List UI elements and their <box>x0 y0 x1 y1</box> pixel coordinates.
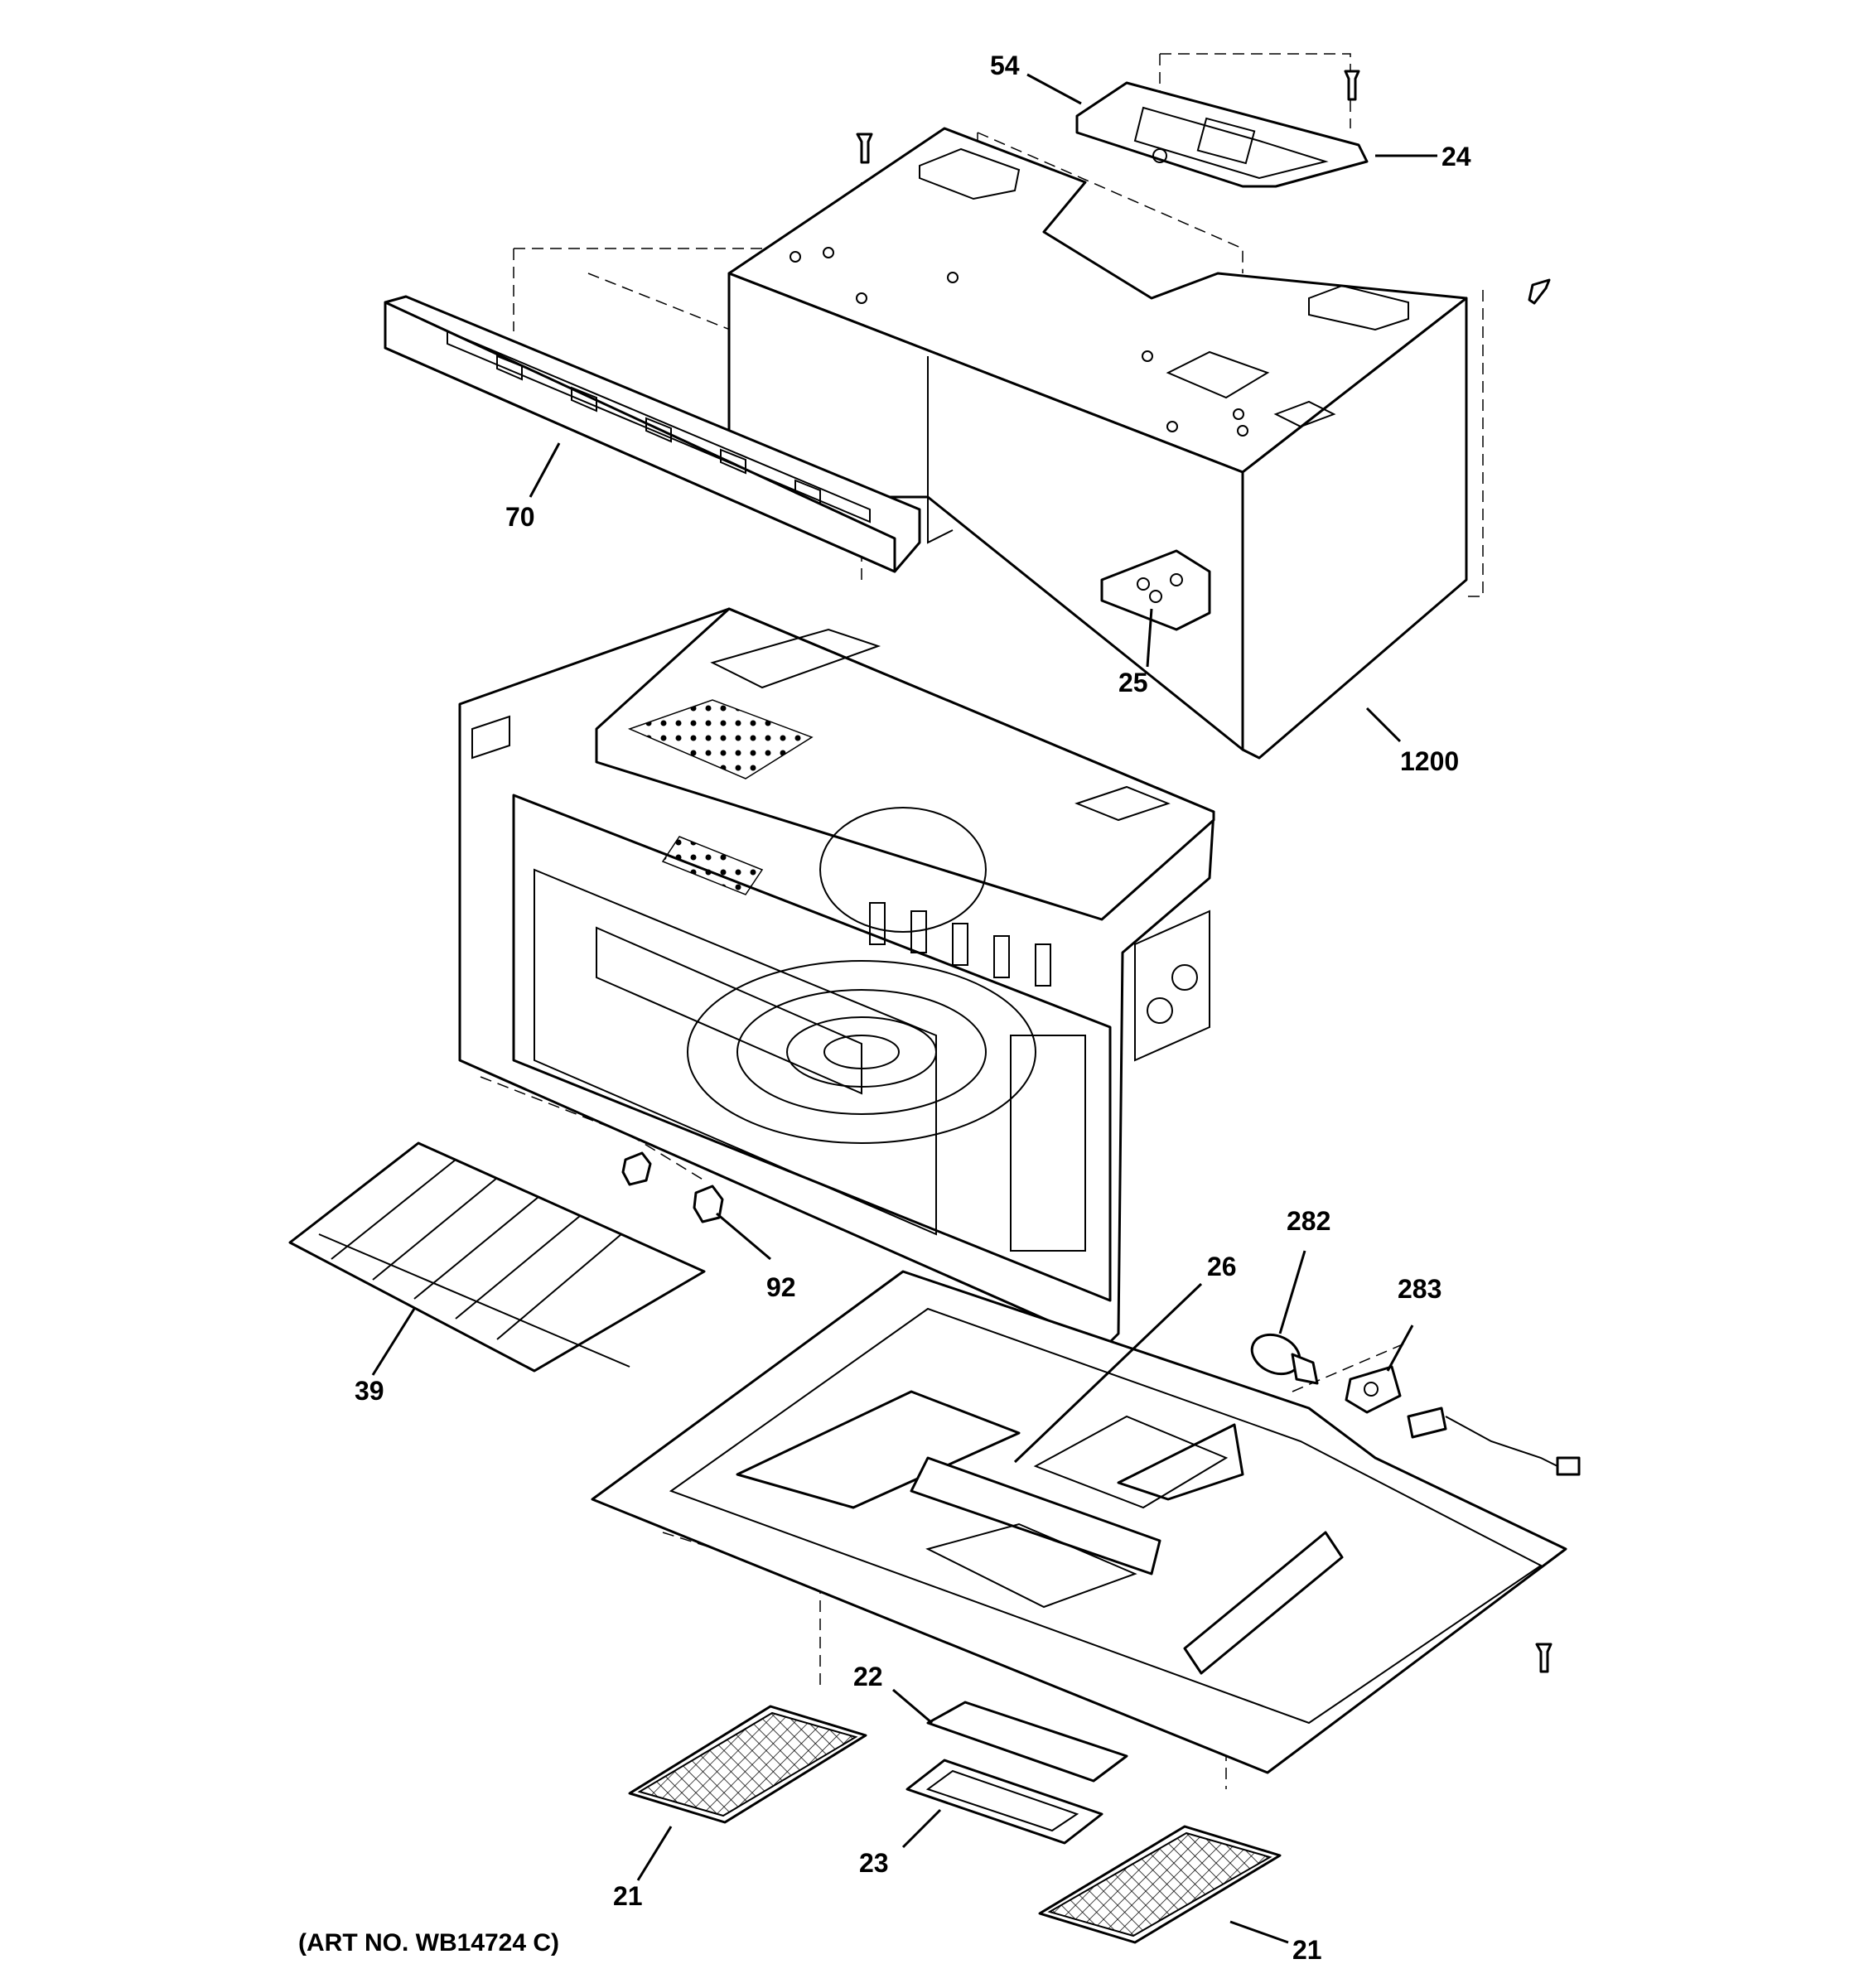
light-bulb-part <box>1250 1333 1319 1385</box>
small-bracket-part <box>1100 549 1211 631</box>
lamp-cover-frame-part <box>905 1759 1103 1845</box>
callout-1200: 1200 <box>1400 746 1459 776</box>
callout-282: 282 <box>1287 1206 1330 1236</box>
top-bracket-part <box>1075 81 1369 188</box>
callout-92: 92 <box>766 1272 796 1302</box>
callout-25: 25 <box>1118 668 1148 697</box>
outer-case-part <box>727 127 1468 760</box>
lamp-cover-glass-part <box>926 1701 1128 1783</box>
callout-54: 54 <box>990 51 1020 80</box>
callout-leader-lines <box>371 73 1437 1944</box>
callout-22: 22 <box>853 1662 883 1691</box>
grease-filter-right <box>1038 1825 1282 1944</box>
rack-support-clip <box>621 1151 724 1223</box>
callout-39: 39 <box>355 1376 384 1406</box>
art-number: (ART NO. WB14724 C) <box>298 1929 559 1957</box>
callout-24: 24 <box>1441 142 1471 171</box>
callout-26: 26 <box>1207 1252 1237 1281</box>
mounting-screw <box>856 70 1553 1673</box>
wire-harness-part <box>1407 1407 1581 1476</box>
lamp-socket-part <box>1345 1365 1402 1414</box>
oven-cavity-chassis <box>458 607 1215 1348</box>
callout-21-left: 21 <box>613 1881 643 1911</box>
callout-283: 283 <box>1398 1274 1441 1304</box>
wire-rack-part <box>288 1141 706 1373</box>
vent-grille-part <box>384 295 921 573</box>
callout-21-right: 21 <box>1292 1935 1322 1965</box>
grease-filter-left <box>628 1705 867 1824</box>
bottom-plate-part <box>591 1270 1567 1774</box>
callout-23: 23 <box>859 1848 889 1878</box>
callout-70: 70 <box>505 502 535 532</box>
